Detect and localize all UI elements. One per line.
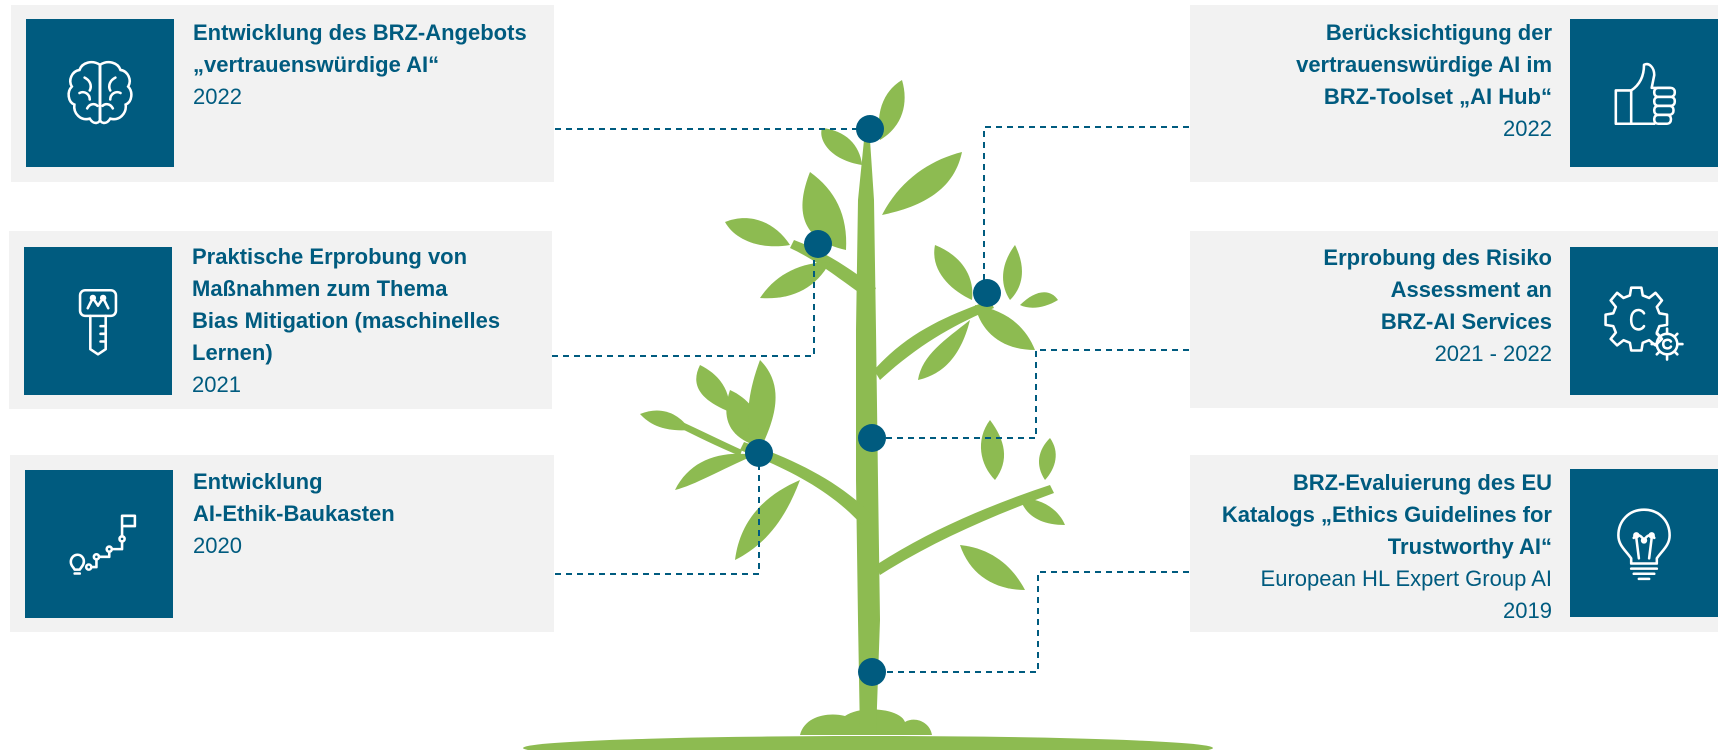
- ground: [523, 736, 1213, 750]
- milestone-title: Entwicklung des BRZ-Angebots „vertrauens…: [193, 20, 527, 77]
- gears-icon: [1604, 286, 1684, 361]
- milestone-title: Praktische Erprobung von Maßnahmen zum T…: [192, 244, 501, 365]
- milestone-text: Entwicklung des BRZ-Angebots „vertrauens…: [193, 17, 543, 113]
- connector-3: [555, 453, 760, 575]
- idea-path-icon: [69, 514, 137, 575]
- leaf: [802, 172, 847, 250]
- milestone-text: Erprobung des Risiko Assessment an BRZ-A…: [1190, 242, 1552, 370]
- leaf: [1020, 498, 1065, 525]
- milestone-dot: [973, 279, 1001, 307]
- icon-box: [25, 470, 173, 618]
- milestone-dots: [745, 115, 1001, 686]
- icon-box: [1570, 247, 1718, 395]
- icon-box: [26, 19, 174, 167]
- milestone-text: Berücksichtigung der vertrauenswürdige A…: [1190, 17, 1552, 145]
- icon-box: [1570, 469, 1718, 617]
- milestone-year: 2022: [193, 84, 242, 109]
- milestone-card-4: Berücksichtigung der vertrauenswürdige A…: [1190, 5, 1718, 182]
- milestone-title: Erprobung des Risiko Assessment an BRZ-A…: [1323, 245, 1552, 334]
- milestone-card-3: Entwicklung AI-Ethik-Baukasten 2020: [10, 455, 554, 632]
- leaf: [1038, 438, 1056, 480]
- leaf: [735, 480, 800, 560]
- icon-box: [1570, 19, 1718, 167]
- milestone-dot: [745, 439, 773, 467]
- connectors: [552, 126, 1189, 673]
- milestone-title: Entwicklung AI-Ethik-Baukasten: [193, 469, 395, 526]
- milestone-text: Praktische Erprobung von Maßnahmen zum T…: [192, 241, 542, 401]
- leaf: [675, 453, 755, 490]
- leaf: [696, 365, 730, 412]
- connector-5: [872, 349, 1189, 439]
- milestone-card-5: Erprobung des Risiko Assessment an BRZ-A…: [1190, 231, 1718, 408]
- connector-4: [983, 126, 1189, 293]
- leaf: [878, 80, 905, 140]
- leaves: [640, 80, 1065, 590]
- milestone-year: 2021: [192, 372, 241, 397]
- branch: [874, 300, 994, 380]
- brain-icon: [67, 60, 133, 125]
- milestone-year: European HL Expert Group AI 2019: [1260, 566, 1552, 623]
- milestone-year: 2021 - 2022: [1434, 341, 1552, 366]
- milestone-text: BRZ-Evaluierung des EU Katalogs „Ethics …: [1190, 467, 1552, 627]
- key-icon: [78, 288, 118, 356]
- lightbulb-icon: [1617, 508, 1671, 581]
- branch: [676, 420, 742, 456]
- leaf: [918, 320, 970, 380]
- milestone-dot: [858, 658, 886, 686]
- milestone-text: Entwicklung AI-Ethik-Baukasten 2020: [193, 466, 543, 562]
- milestone-dot: [856, 115, 884, 143]
- leaf: [975, 305, 1035, 350]
- branch: [876, 485, 1054, 575]
- leaf: [760, 262, 830, 299]
- branch: [740, 442, 872, 525]
- milestone-card-1: Entwicklung des BRZ-Angebots „vertrauens…: [11, 5, 554, 182]
- leaf: [640, 410, 690, 431]
- leaf: [1020, 292, 1058, 308]
- leaf: [960, 545, 1025, 590]
- milestone-year: 2022: [1503, 116, 1552, 141]
- milestone-year: 2020: [193, 533, 242, 558]
- leaf: [882, 152, 962, 215]
- connector-6: [872, 571, 1189, 673]
- milestone-card-2: Praktische Erprobung von Maßnahmen zum T…: [9, 231, 552, 409]
- leaf: [980, 420, 1005, 480]
- leaf: [725, 218, 790, 247]
- milestone-title: BRZ-Evaluierung des EU Katalogs „Ethics …: [1221, 470, 1552, 559]
- thumbs-up-icon: [1614, 62, 1677, 126]
- leaf: [748, 360, 776, 460]
- milestone-card-6: BRZ-Evaluierung des EU Katalogs „Ethics …: [1190, 455, 1718, 632]
- connector-2: [552, 244, 815, 357]
- leaf: [821, 128, 862, 165]
- leaf: [1003, 245, 1022, 300]
- leaf: [934, 245, 973, 300]
- icon-box: [24, 247, 172, 395]
- milestone-dot: [858, 424, 886, 452]
- milestone-title: Berücksichtigung der vertrauenswürdige A…: [1296, 20, 1552, 109]
- milestone-dot: [804, 230, 832, 258]
